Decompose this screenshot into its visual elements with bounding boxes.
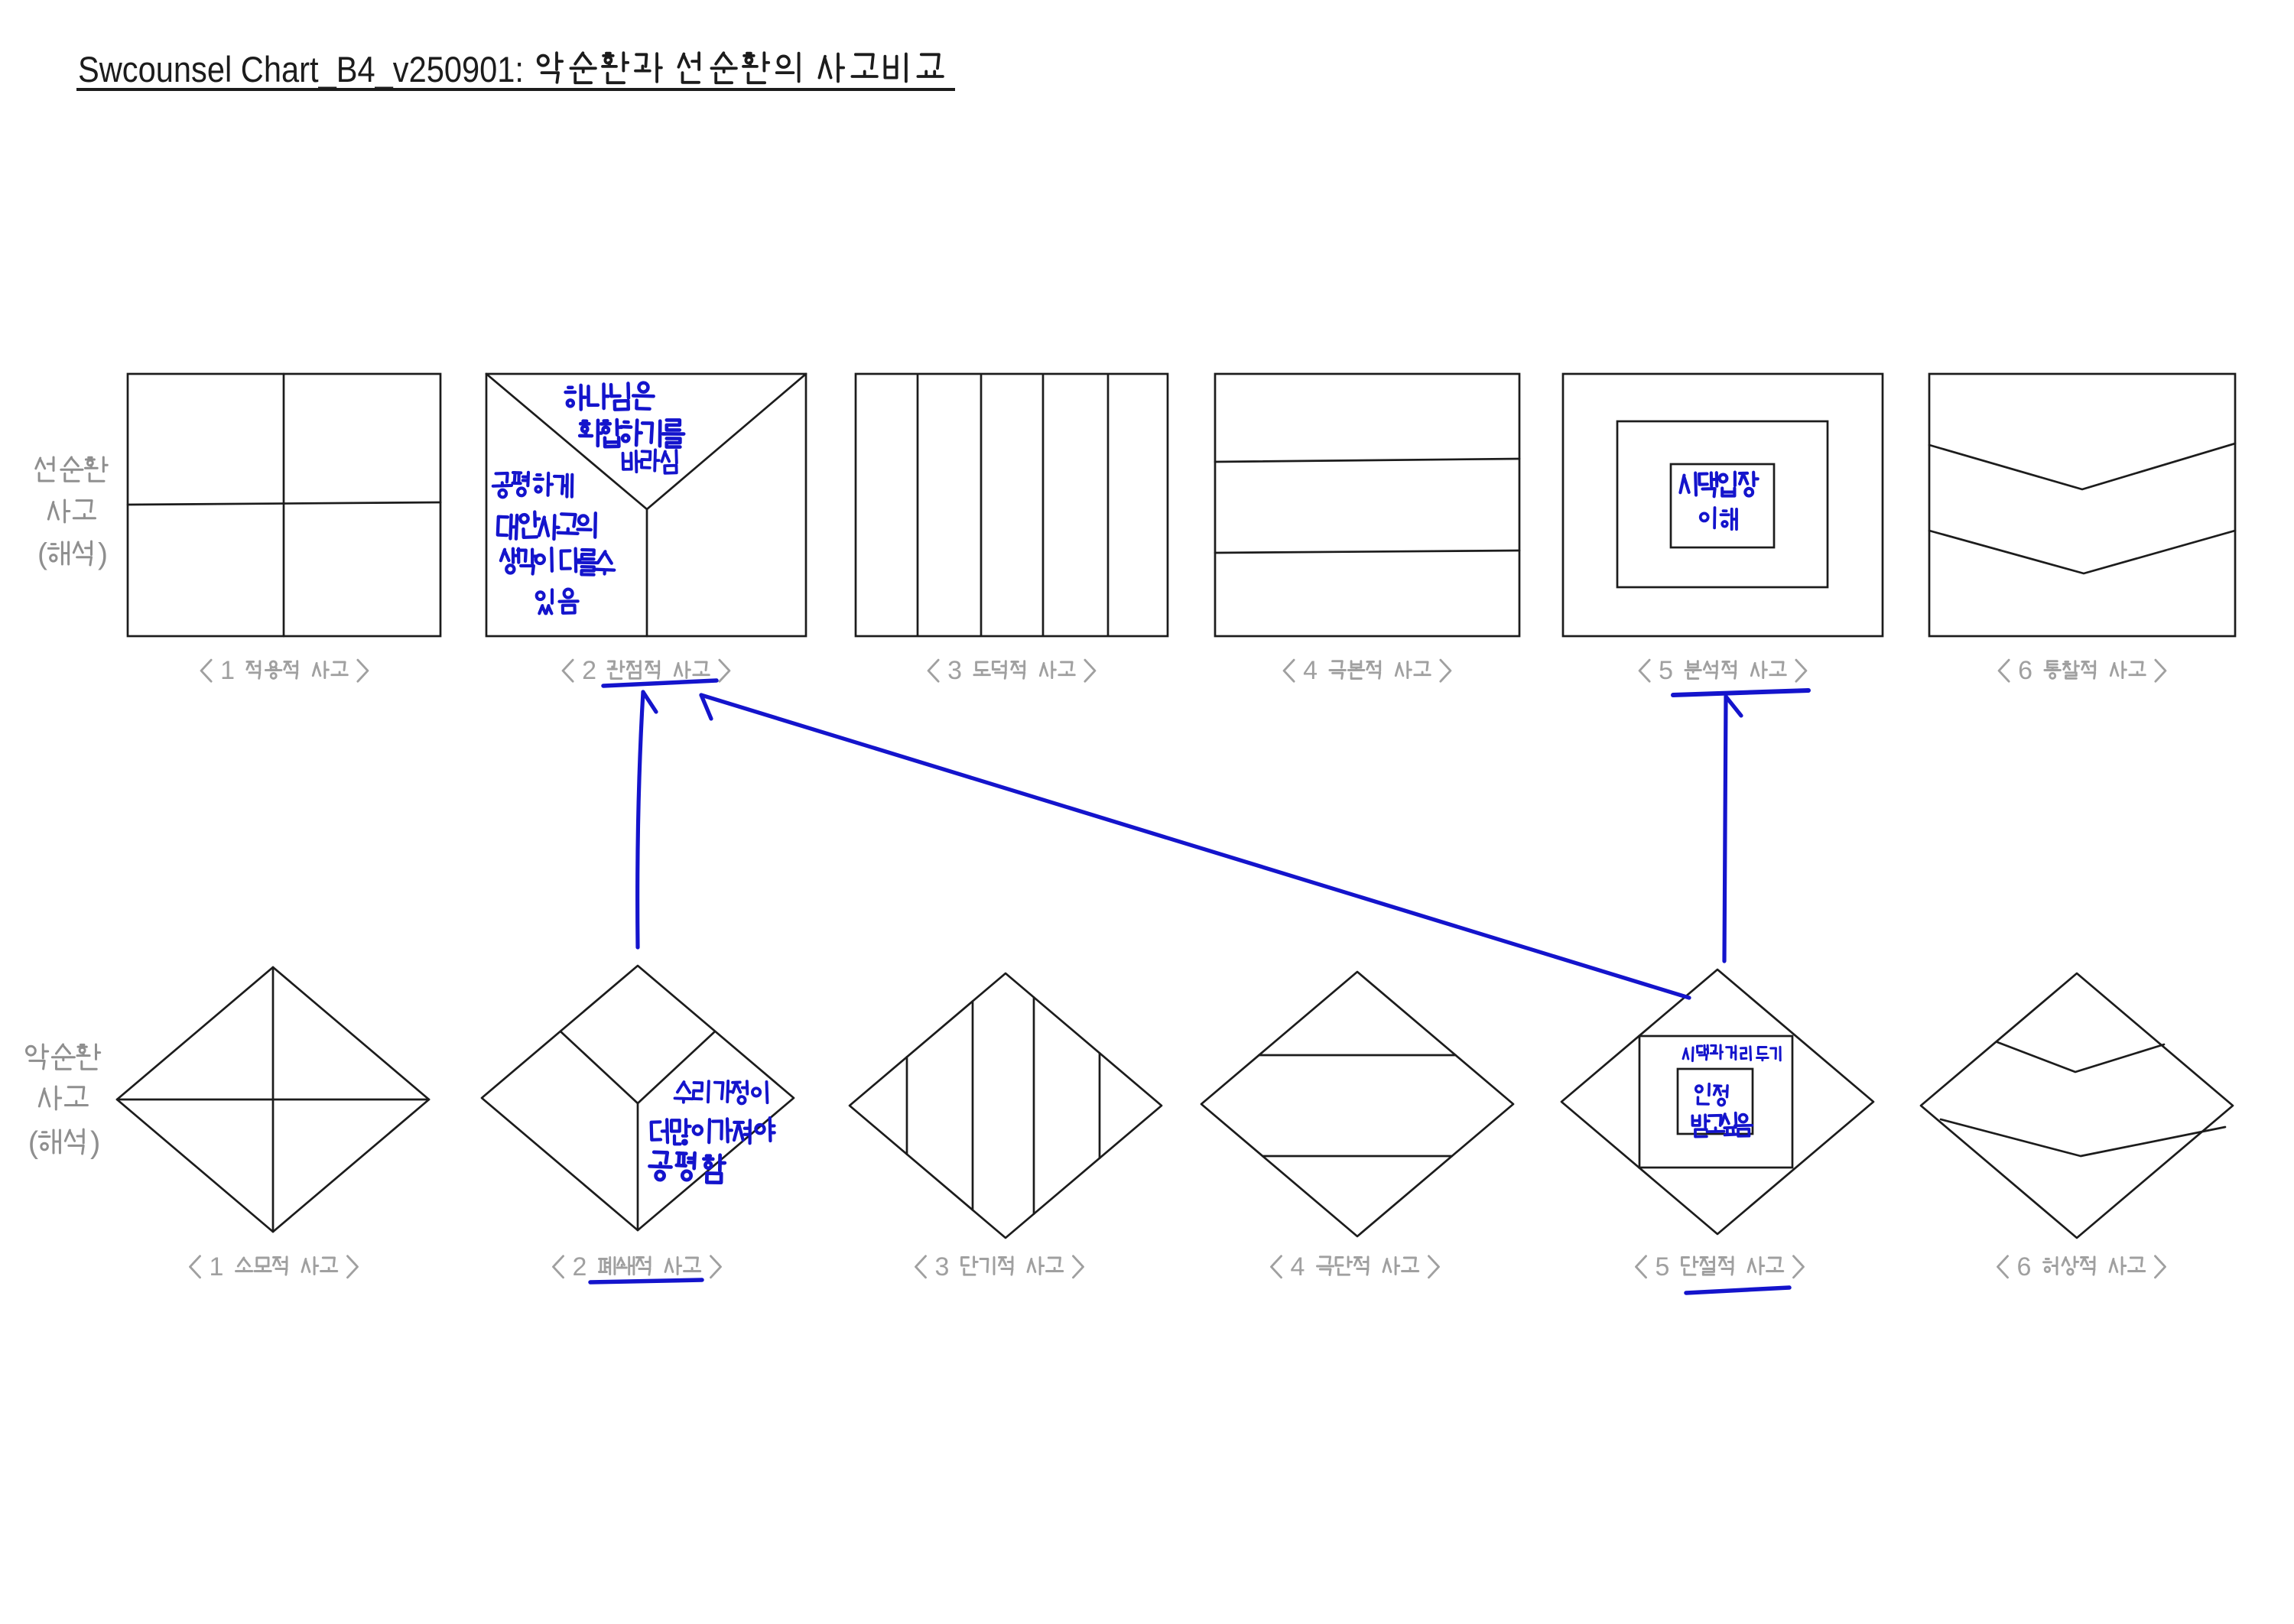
svg-text:1: 1 xyxy=(220,656,235,685)
svg-text:5: 5 xyxy=(1659,656,1673,685)
svg-text:(: ( xyxy=(37,538,47,571)
svg-text:4: 4 xyxy=(1303,656,1318,685)
svg-text:Swcounsel Chart_B4_v250901:: Swcounsel Chart_B4_v250901: xyxy=(78,50,524,90)
svg-text:3: 3 xyxy=(935,1252,950,1281)
svg-text:6: 6 xyxy=(2018,656,2032,685)
svg-text:6: 6 xyxy=(2017,1252,2032,1281)
svg-text:): ) xyxy=(98,538,108,571)
svg-text:2: 2 xyxy=(573,1252,587,1281)
svg-text:1: 1 xyxy=(210,1252,224,1281)
svg-text:5: 5 xyxy=(1656,1252,1670,1281)
svg-text:4: 4 xyxy=(1291,1252,1305,1281)
svg-text:(: ( xyxy=(28,1126,39,1160)
svg-text:): ) xyxy=(90,1126,100,1160)
svg-text:3: 3 xyxy=(947,656,962,685)
svg-text:2: 2 xyxy=(582,656,596,685)
